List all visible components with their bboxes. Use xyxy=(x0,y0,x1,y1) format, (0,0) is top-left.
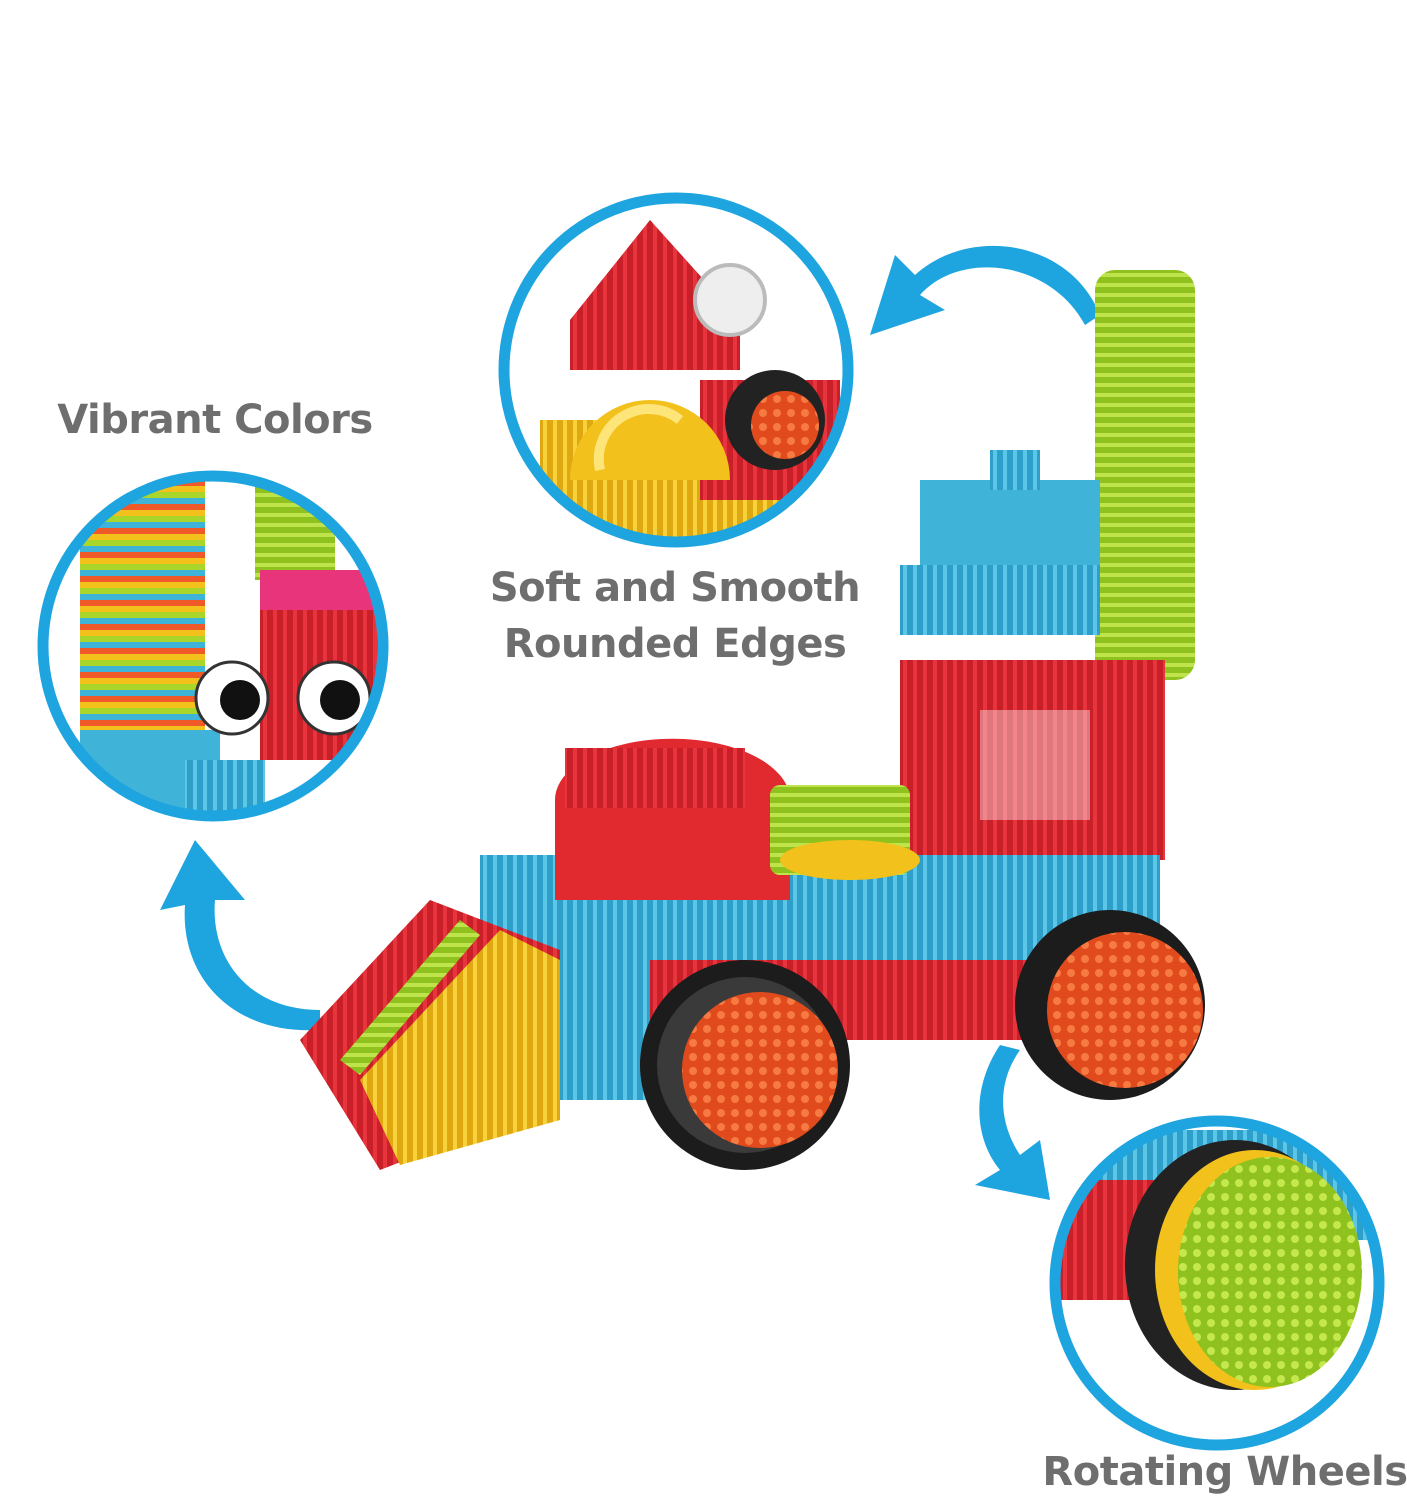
callout-soft-edges-line1: Soft and Smooth xyxy=(489,565,861,611)
rotating-wheels-detail-circle xyxy=(1049,1115,1385,1451)
arrow-to-rounded-edges-icon xyxy=(870,245,1100,335)
toy-train xyxy=(300,270,1205,1170)
callout-soft-edges-line2: Rounded Edges xyxy=(503,621,847,667)
callout-rotating-wheels: Rotating Wheels xyxy=(1042,1449,1407,1495)
callout-soft-edges: Soft and Smooth Rounded Edges xyxy=(470,560,880,672)
callout-vibrant-colors: Vibrant Colors xyxy=(57,397,373,443)
vibrant-colors-detail-circle xyxy=(37,470,389,822)
arrows xyxy=(160,245,1100,1200)
arrow-to-wheels-icon xyxy=(975,1045,1050,1200)
rounded-edges-detail-circle xyxy=(498,192,854,548)
arrow-to-vibrant-colors-icon xyxy=(160,840,320,1031)
